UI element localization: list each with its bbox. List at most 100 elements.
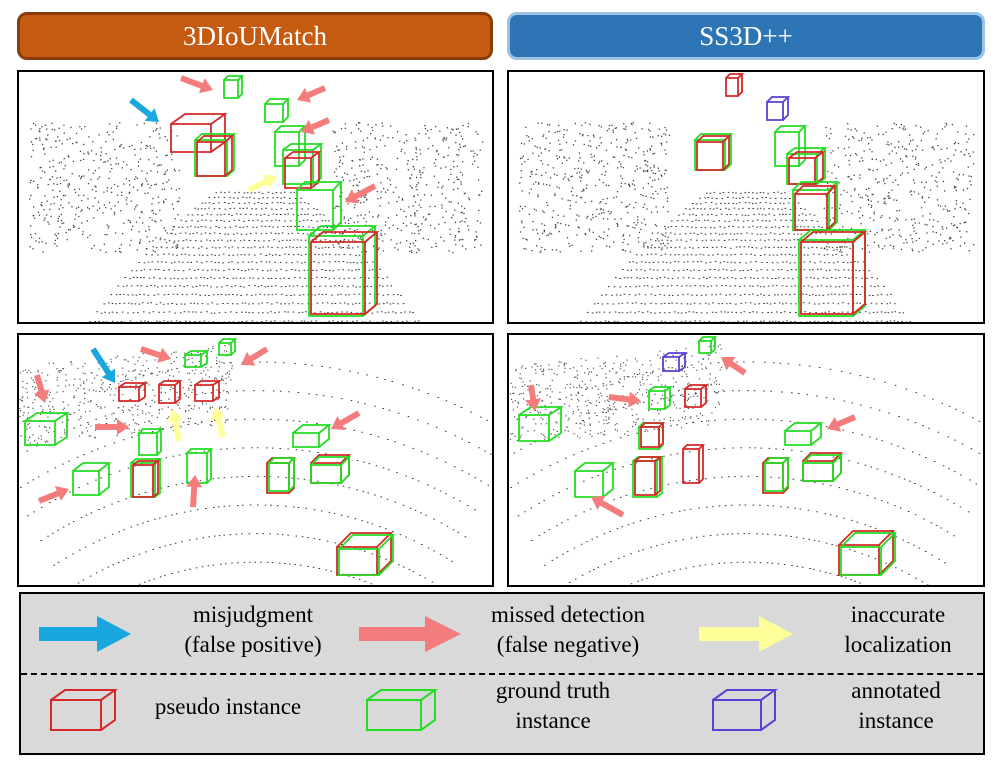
scene-panel-top-right (507, 70, 985, 324)
scene-panel-bottom-right (507, 333, 985, 587)
pseudo-instance-box (788, 151, 826, 185)
ground-truth-box (338, 534, 396, 576)
annotated-instance-box (662, 352, 688, 372)
lidar-points (519, 122, 975, 322)
misjudgment-arrow (90, 347, 116, 384)
pseudo-instance-box (838, 530, 896, 576)
ground-truth-box (574, 462, 616, 498)
ground-truth-box (802, 454, 844, 482)
missed-detection-arrow (591, 495, 625, 518)
pseudo-instance-box (118, 382, 148, 402)
lidar-points (29, 122, 484, 322)
lidar-points (19, 344, 492, 585)
legend-pseudo-instance: pseudo instance (133, 692, 323, 722)
method-header-label: 3DIoUMatch (183, 20, 327, 51)
annotated-instance-box (766, 96, 791, 121)
legend-ground-truth-instance: ground truth instance (453, 676, 653, 736)
ground-truth-box (274, 125, 308, 167)
ground-truth-box (764, 457, 791, 492)
ground-truth-box (774, 125, 808, 167)
pseudo-instance-box (194, 380, 222, 402)
legend-misjudgment: misjudgment (false positive) (143, 600, 363, 660)
legend-label: missed detection (491, 602, 645, 627)
ground-truth-box (292, 424, 332, 448)
legend-label: (false positive) (184, 632, 322, 657)
ground-truth-box (840, 532, 898, 576)
missed-detection-arrow (140, 346, 171, 363)
legend-label: annotated (851, 678, 941, 703)
pseudo-instance-box (800, 231, 868, 315)
missed-detection-arrow (179, 75, 213, 94)
missed-detection-arrow (608, 391, 642, 408)
ground-truth-box (72, 462, 112, 496)
missed-detection-arrow (34, 374, 50, 403)
ground-truth-box (518, 406, 564, 442)
method-header-3dioumatch: 3DIoUMatch (17, 12, 493, 60)
missed-detection-arrow (37, 486, 70, 504)
pseudo-instance-box (725, 73, 745, 97)
scene-panel-bottom-left (17, 333, 494, 587)
ground-truth-box (223, 75, 245, 99)
red-box-icon (50, 689, 119, 731)
missed-detection-arrow (827, 414, 857, 432)
method-header-label: SS3D++ (699, 20, 793, 51)
blue-arrow-icon (39, 616, 131, 652)
missed-detection-arrow (525, 384, 542, 412)
legend-label: (false negative) (496, 632, 640, 657)
missed-detection-arrow (301, 117, 331, 135)
legend-label: instance (515, 708, 591, 733)
ground-truth-box (218, 338, 238, 356)
pseudo-instance-box (132, 460, 161, 498)
yellow-arrow-icon (699, 616, 793, 652)
missed-detection-arrow (720, 357, 747, 376)
inaccurate-localization-arrow (247, 174, 278, 193)
legend-label: localization (844, 632, 952, 657)
legend-divider (21, 673, 983, 675)
pseudo-instance-box (640, 422, 666, 448)
legend-label: inaccurate (850, 602, 946, 627)
method-header-ss3d: SS3D++ (507, 12, 985, 60)
ground-truth-box (264, 98, 291, 123)
ground-truth-box (268, 457, 297, 492)
lidar-points (509, 344, 981, 585)
inaccurate-localization-arrow (167, 409, 184, 442)
missed-detection-arrow (331, 410, 361, 430)
pseudo-instance-box (336, 532, 394, 576)
ground-truth-box (24, 412, 70, 446)
misjudgment-arrow (129, 97, 159, 122)
pseudo-instance-box (310, 231, 380, 315)
ground-truth-box (186, 448, 214, 484)
legend-label: misjudgment (192, 602, 314, 627)
point-cloud-scene (19, 338, 492, 585)
point-cloud-scene (509, 336, 981, 585)
purple-box-icon (712, 689, 779, 731)
pseudo-instance-box (682, 444, 706, 484)
ground-truth-box (698, 336, 718, 354)
legend-label: ground truth (495, 678, 611, 703)
legend-label: pseudo instance (154, 694, 302, 719)
legend-annotated-instance: annotated instance (811, 676, 981, 736)
pseudo-instance-box (634, 456, 663, 496)
legend-missed-detection: missed detection (false negative) (453, 600, 683, 660)
point-cloud-scene (29, 75, 484, 322)
pseudo-instance-box (170, 113, 228, 153)
missed-detection-arrow (95, 419, 129, 435)
legend: misjudgment (false positive) missed dete… (19, 592, 985, 755)
ground-truth-box (184, 350, 210, 368)
pseudo-instance-box (196, 135, 235, 177)
green-box-icon (366, 689, 439, 731)
ground-truth-box (138, 428, 164, 456)
ground-truth-box (310, 456, 352, 484)
ground-truth-box (648, 386, 673, 410)
scene-panel-top-left (17, 70, 494, 324)
ground-truth-box (784, 422, 824, 446)
point-cloud-scene (519, 73, 975, 322)
pseudo-instance-box (684, 384, 709, 408)
missed-detection-arrow (297, 85, 327, 103)
ground-truth-box (296, 181, 344, 231)
missed-detection-arrow (240, 346, 269, 366)
missed-detection-arrow (344, 183, 377, 204)
legend-inaccurate-localization: inaccurate localization (813, 600, 983, 660)
pseudo-instance-box (158, 380, 183, 404)
pink-arrow-icon (359, 616, 461, 652)
